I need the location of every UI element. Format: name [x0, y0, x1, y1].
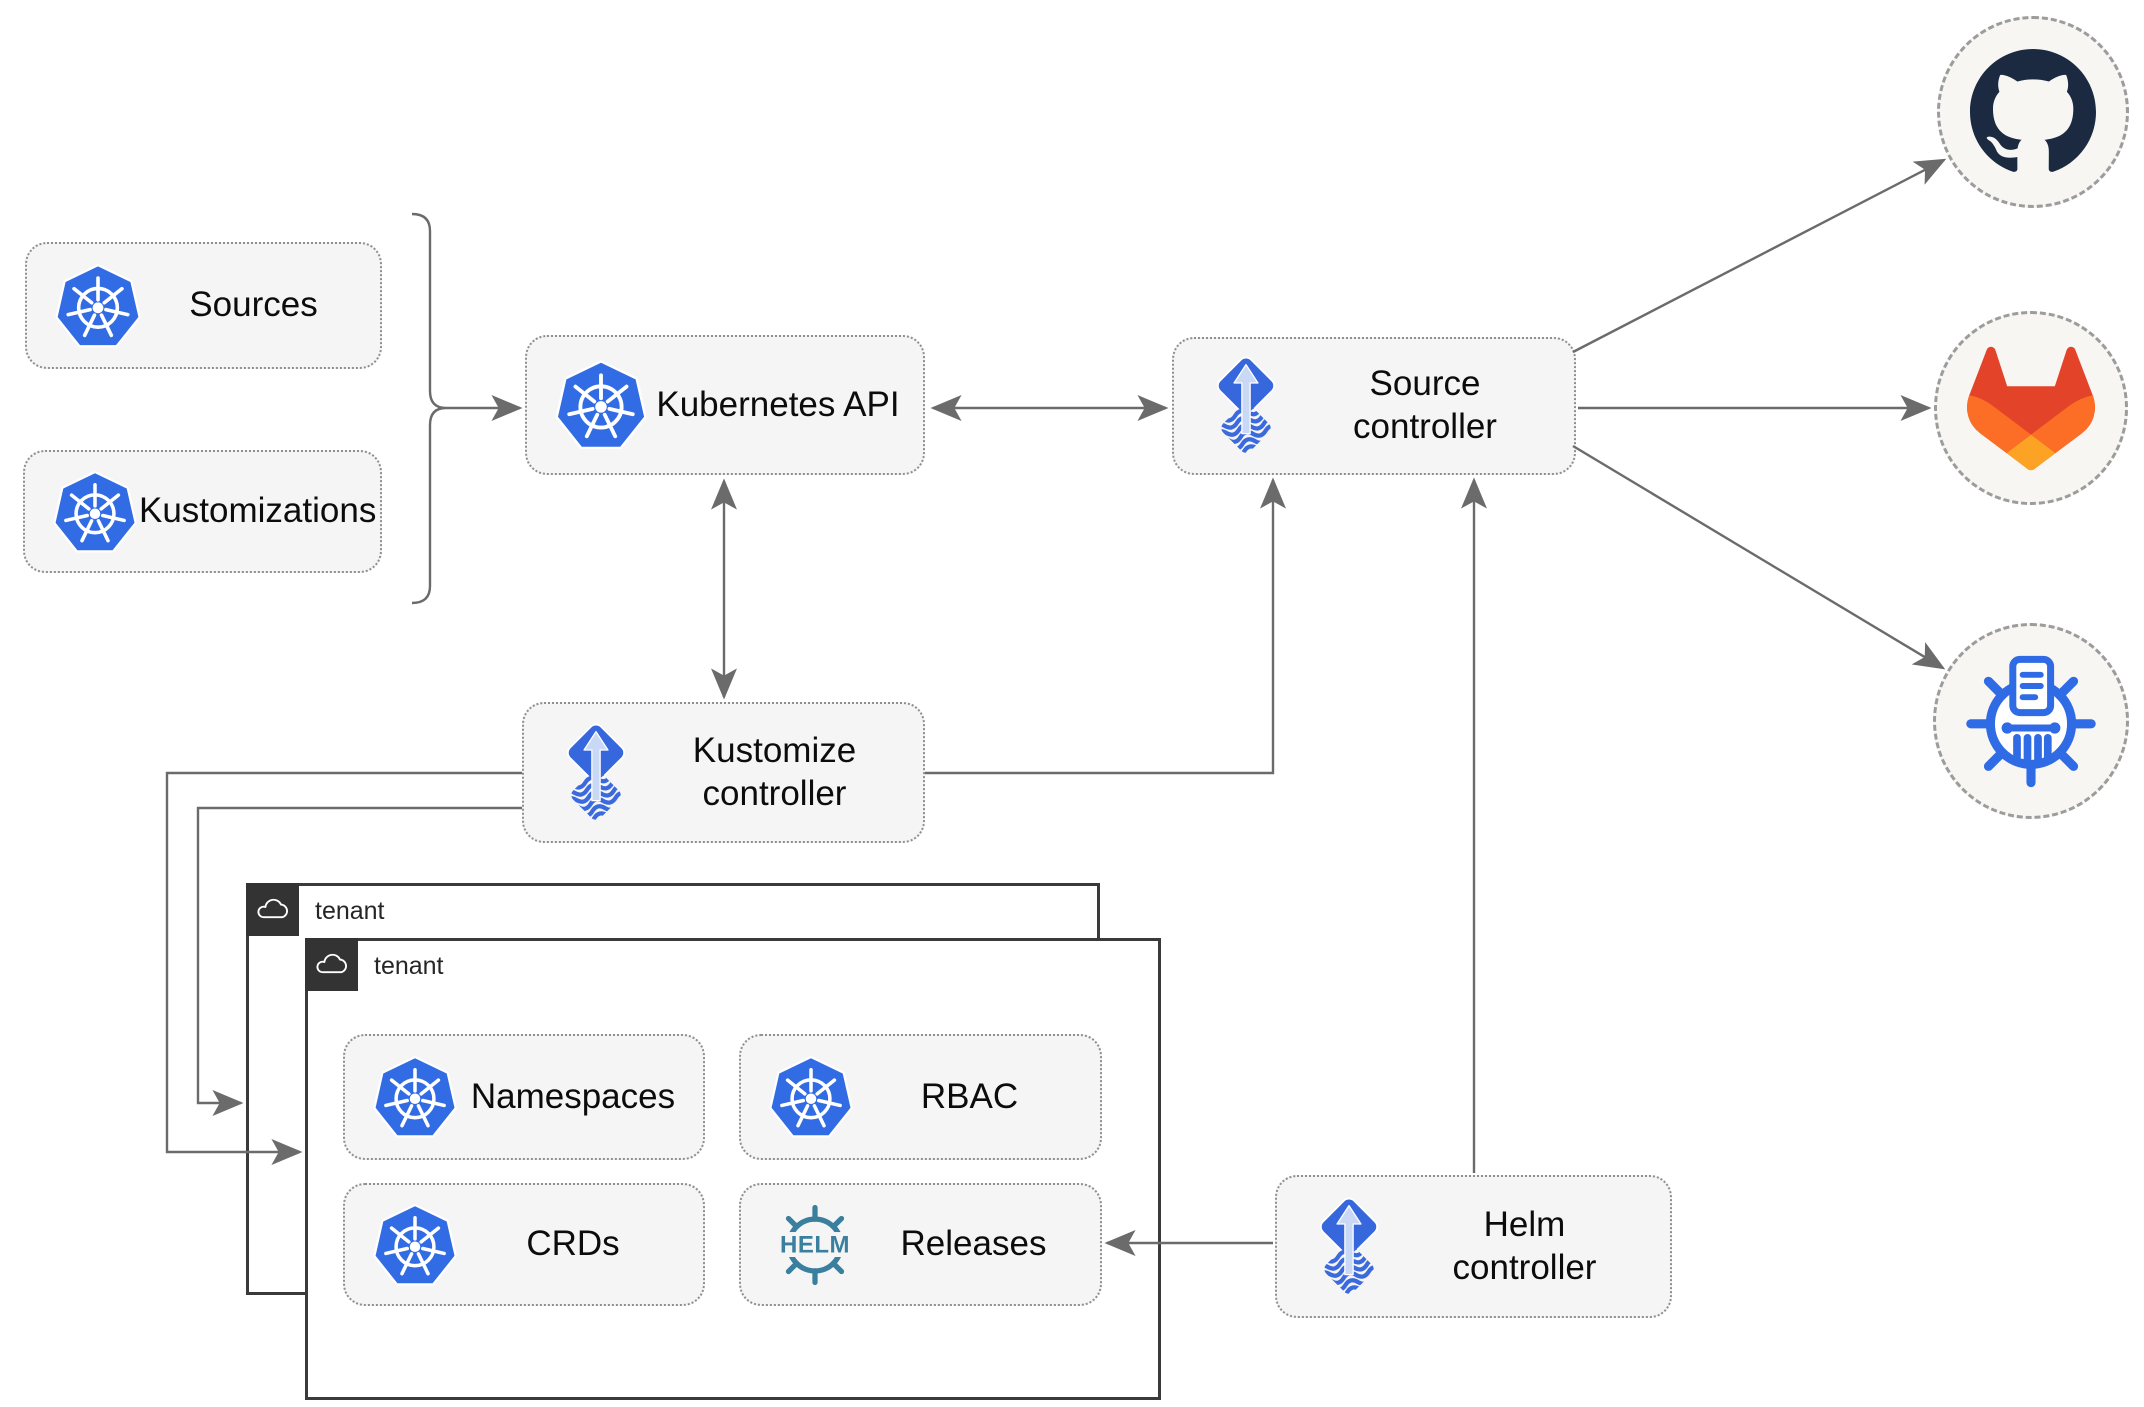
- arrow-kustomize-controller-to-source-controller: [925, 477, 1286, 775]
- node-kustomize-controller: Kustomize controller: [522, 702, 925, 843]
- helm-icon: [767, 1197, 863, 1293]
- node-sources: Sources: [25, 242, 382, 369]
- node-sources-label: Sources: [189, 285, 318, 325]
- gitlab-icon: [1963, 343, 2099, 474]
- kubernetes-icon: [51, 468, 139, 556]
- kubernetes-icon: [553, 357, 649, 453]
- flux-icon: [1200, 354, 1292, 458]
- tenant-front-header: [305, 938, 358, 991]
- cloud-icon: [254, 897, 291, 922]
- github-icon: [1970, 49, 2096, 175]
- node-kustomizations: Kustomizations: [23, 450, 382, 573]
- node-releases: Releases: [739, 1183, 1102, 1306]
- node-kustomizations-label: Kustomizations: [139, 491, 377, 531]
- node-rbac-label: RBAC: [920, 1076, 1019, 1116]
- node-kustomize-controller-label: Kustomize controller: [692, 730, 857, 813]
- node-kubernetes-api-label: Kubernetes API: [656, 384, 900, 424]
- cloud-icon: [313, 952, 350, 977]
- tenant-front-label: tenant: [374, 952, 444, 980]
- node-namespaces-label: Namespaces: [470, 1076, 676, 1116]
- endpoint-gitlab: [1934, 311, 2128, 505]
- node-namespaces: Namespaces: [343, 1034, 705, 1160]
- node-releases-label: Releases: [900, 1224, 1047, 1264]
- kubernetes-icon: [53, 261, 143, 351]
- node-crds-label: CRDs: [526, 1224, 620, 1264]
- node-rbac: RBAC: [739, 1034, 1102, 1160]
- node-crds: CRDs: [343, 1183, 705, 1306]
- flux-icon: [1303, 1195, 1395, 1299]
- arrow-source-controller-to-github: [1572, 158, 1947, 354]
- arrow-source-controller-to-helm-repository: [1572, 444, 1946, 670]
- node-source-controller-label: Source controller: [1353, 364, 1497, 446]
- tenant-box-front: tenant: [305, 938, 1161, 1400]
- kubernetes-icon: [371, 1201, 459, 1289]
- tenant-back-label: tenant: [315, 897, 385, 925]
- bracket-sources-group: [411, 212, 447, 605]
- node-helm-controller-label: Helm controller: [1452, 1204, 1597, 1287]
- tenant-back-header: [246, 883, 299, 936]
- endpoint-github: [1937, 16, 2129, 208]
- chartmuseum-icon: [1961, 651, 2101, 791]
- node-helm-controller: Helm controller: [1275, 1175, 1672, 1318]
- kubernetes-icon: [767, 1053, 855, 1141]
- kubernetes-icon: [371, 1053, 459, 1141]
- flux-icon: [550, 721, 642, 825]
- endpoint-helm-repository: [1933, 623, 2129, 819]
- node-kubernetes-api: Kubernetes API: [525, 335, 925, 475]
- node-source-controller: Source controller: [1172, 337, 1576, 475]
